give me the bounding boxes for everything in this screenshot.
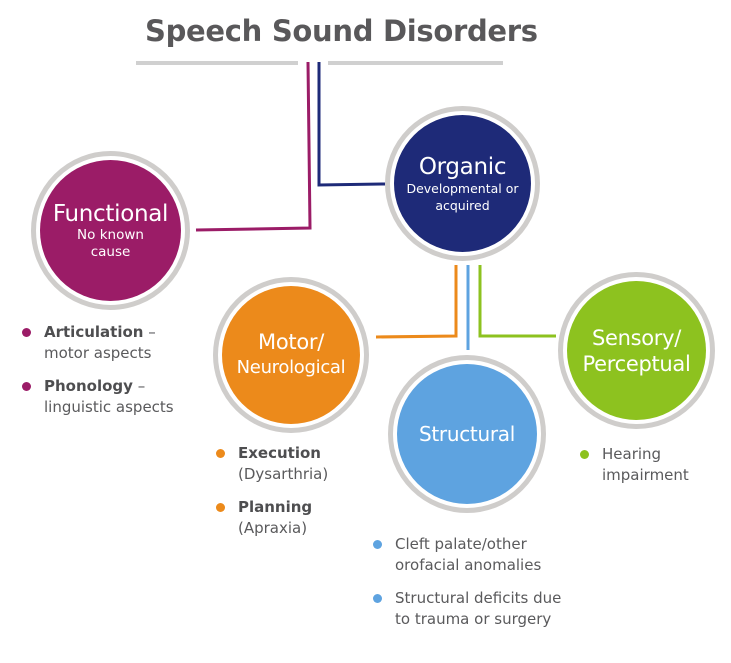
bullet-dot <box>22 382 31 391</box>
bullet-dot <box>580 450 589 459</box>
item-label: Phonology <box>44 377 133 395</box>
functional-connector <box>195 61 312 232</box>
item-dash: – <box>143 323 156 341</box>
item-line1: Hearing <box>602 445 662 463</box>
diagram-title: Speech Sound Disorders <box>145 14 538 48</box>
motor-title-1: Motor/ <box>258 330 324 354</box>
sensory-connector <box>478 265 556 338</box>
organic-connector <box>317 62 386 187</box>
sensory-title-2: Perceptual <box>582 351 691 376</box>
bullet-dot <box>22 328 31 337</box>
sensory-title-1: Sensory/ <box>591 325 682 350</box>
organic-title: Organic <box>418 153 507 180</box>
motor-node-fill: Motor/ Neurological <box>222 286 360 424</box>
item-desc: (Apraxia) <box>238 519 308 537</box>
item-line1: Structural deficits due <box>395 589 562 607</box>
bullet-dot <box>373 594 382 603</box>
list-item: Hearing impairment <box>580 444 689 486</box>
item-label: Articulation <box>44 323 144 341</box>
motor-title-2: Neurological <box>236 357 346 378</box>
sensory-node-fill: Sensory/ Perceptual <box>567 281 706 420</box>
list-item: Articulation – motor aspects <box>22 322 174 364</box>
item-line2: to trauma or surgery <box>395 610 552 628</box>
item-line2: orofacial anomalies <box>395 556 542 574</box>
item-dash: – <box>132 377 146 395</box>
item-line2: impairment <box>602 466 689 484</box>
organic-node: Organic Developmental or acquired <box>385 106 540 261</box>
list-item: Execution (Dysarthria) <box>216 443 328 485</box>
bullet-dot <box>373 540 382 549</box>
item-line1: Cleft palate/other <box>395 535 527 553</box>
structural-title: Structural <box>419 422 515 446</box>
item-label: Execution <box>238 444 321 462</box>
functional-node: Functional No known cause <box>31 151 190 310</box>
item-label: Planning <box>238 498 313 516</box>
functional-list: Articulation – motor aspects Phonology –… <box>22 322 174 430</box>
item-desc: linguistic aspects <box>44 398 174 416</box>
organic-subtitle-2: acquired <box>435 197 490 213</box>
motor-connector <box>375 265 458 339</box>
structural-node-fill: Structural <box>397 364 537 504</box>
functional-title: Functional <box>52 200 169 227</box>
functional-node-fill: Functional No known cause <box>40 160 181 301</box>
organic-subtitle-1: Developmental or <box>406 180 519 196</box>
item-desc: motor aspects <box>44 344 152 362</box>
list-item: Cleft palate/other orofacial anomalies <box>373 534 561 576</box>
motor-neurological-node: Motor/ Neurological <box>213 277 369 433</box>
functional-subtitle-2: cause <box>90 243 131 260</box>
bullet-dot <box>216 503 225 512</box>
list-item: Structural deficits due to trauma or sur… <box>373 588 561 630</box>
structural-list: Cleft palate/other orofacial anomalies S… <box>373 534 561 642</box>
list-item: Phonology – linguistic aspects <box>22 376 174 418</box>
sensory-perceptual-node: Sensory/ Perceptual <box>558 272 715 429</box>
functional-subtitle-1: No known <box>77 226 144 243</box>
list-item: Planning (Apraxia) <box>216 497 328 539</box>
item-desc: (Dysarthria) <box>238 465 329 483</box>
sensory-list: Hearing impairment <box>580 444 689 498</box>
motor-list: Execution (Dysarthria) Planning (Apraxia… <box>216 443 328 551</box>
organic-node-fill: Organic Developmental or acquired <box>394 115 531 252</box>
bullet-dot <box>216 449 225 458</box>
structural-node: Structural <box>388 355 546 513</box>
